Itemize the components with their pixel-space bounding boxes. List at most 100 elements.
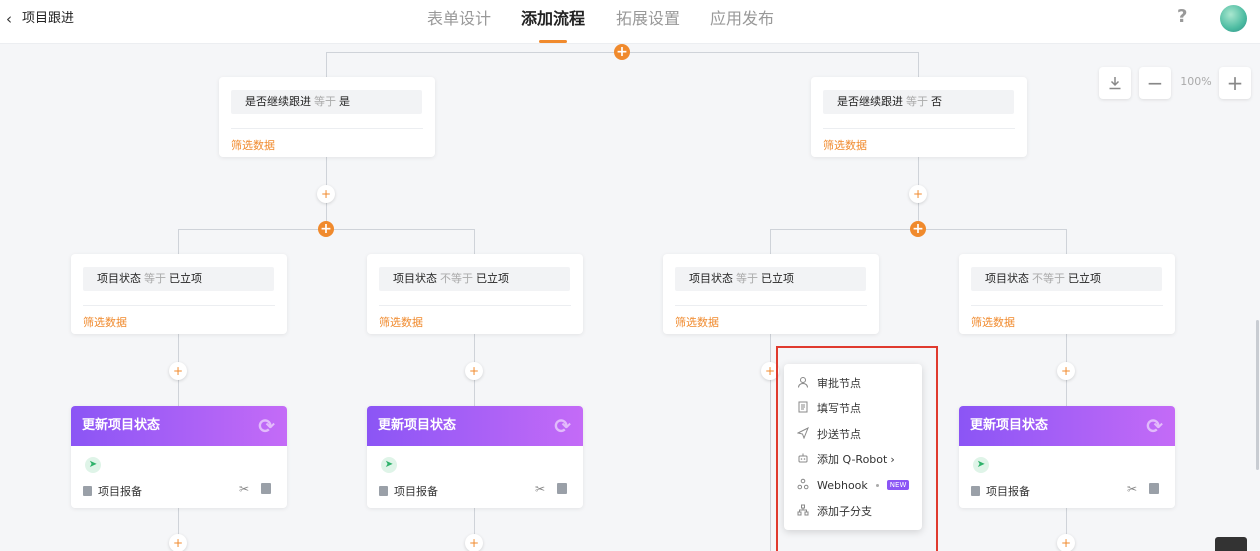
connector-line — [770, 334, 771, 551]
add-node-button[interactable]: + — [465, 534, 483, 551]
menu-item-label: 抄送节点 — [817, 428, 861, 441]
add-node-button[interactable]: + — [761, 362, 779, 380]
send-icon: ➤ — [381, 457, 397, 473]
related-form: 项目报备 — [83, 483, 142, 499]
add-branch-button[interactable]: + — [910, 221, 926, 237]
add-node-button[interactable]: + — [1057, 534, 1075, 551]
menu-item-fill-node[interactable]: 填写节点 — [796, 398, 861, 418]
connector-line — [474, 229, 475, 254]
vertical-scrollbar[interactable] — [1256, 320, 1259, 470]
action-card[interactable]: 更新项目状态 ⟳ ➤ 项目报备 ✂ — [959, 406, 1175, 508]
add-node-menu: 审批节点 填写节点 抄送节点 添加 Q-Robot › Webhook NEW … — [784, 364, 922, 530]
scissors-icon[interactable]: ✂ — [534, 482, 545, 496]
condition-card[interactable]: 项目状态不等于已立项 筛选数据 — [959, 254, 1175, 334]
add-node-button[interactable]: + — [1057, 362, 1075, 380]
condition-rule: 是否继续跟进等于是 — [231, 90, 422, 114]
action-card[interactable]: 更新项目状态 ⟳ ➤ 项目报备 ✂ — [367, 406, 583, 508]
sync-icon: ⟳ — [554, 414, 571, 438]
tab-add-process[interactable]: 添加流程 — [521, 9, 586, 28]
condition-rule: 是否继续跟进等于否 — [823, 90, 1014, 114]
webhook-icon — [796, 478, 810, 493]
connector-line — [326, 52, 327, 77]
condition-card[interactable]: 项目状态不等于已立项 筛选数据 — [367, 254, 583, 334]
condition-field: 是否继续跟进 — [837, 95, 903, 108]
condition-card[interactable]: 是否继续跟进等于否 筛选数据 — [811, 77, 1027, 157]
condition-value: 是 — [339, 95, 350, 108]
avatar[interactable] — [1220, 5, 1247, 32]
action-header: 更新项目状态 ⟳ — [71, 406, 287, 446]
condition-value: 已立项 — [169, 272, 202, 285]
add-node-button[interactable]: + — [169, 362, 187, 380]
copy-icon[interactable] — [261, 483, 271, 494]
add-node-button[interactable]: + — [169, 534, 187, 551]
condition-value: 已立项 — [476, 272, 509, 285]
connector-line — [1066, 508, 1067, 551]
menu-item-add-sub-branch[interactable]: 添加子分支 — [796, 501, 872, 521]
action-title: 更新项目状态 — [82, 418, 161, 433]
download-icon — [1109, 77, 1121, 90]
menu-item-label: Webhook — [817, 478, 868, 492]
add-branch-button[interactable]: + — [318, 221, 334, 237]
condition-field: 项目状态 — [97, 272, 141, 285]
menu-item-cc-node[interactable]: 抄送节点 — [796, 424, 861, 444]
back-button[interactable]: ‹ 项目跟进 — [6, 9, 74, 29]
condition-card[interactable]: 是否继续跟进等于是 筛选数据 — [219, 77, 435, 157]
menu-item-label: 审批节点 — [817, 377, 861, 390]
zoom-in-button[interactable]: + — [1219, 67, 1251, 99]
condition-card[interactable]: 项目状态等于已立项 筛选数据 — [663, 254, 879, 334]
divider — [231, 128, 423, 129]
menu-item-add-q-robot[interactable]: 添加 Q-Robot › — [796, 449, 895, 469]
related-form: 项目报备 — [379, 483, 438, 499]
minimap-toggle-button[interactable] — [1215, 537, 1247, 551]
action-header: 更新项目状态 ⟳ — [367, 406, 583, 446]
form-icon — [379, 486, 388, 496]
tab-app-publish[interactable]: 应用发布 — [710, 9, 775, 28]
add-node-button[interactable]: + — [465, 362, 483, 380]
filter-data-link[interactable]: 筛选数据 — [231, 139, 275, 152]
download-button[interactable] — [1099, 67, 1131, 99]
divider — [971, 305, 1163, 306]
tab-extension-settings[interactable]: 拓展设置 — [616, 9, 681, 28]
scissors-icon[interactable]: ✂ — [1126, 482, 1137, 496]
document-icon — [796, 401, 810, 416]
menu-item-approval-node[interactable]: 审批节点 — [796, 373, 861, 393]
scissors-icon[interactable]: ✂ — [238, 482, 249, 496]
copy-icon[interactable] — [557, 483, 567, 494]
related-form-label: 项目报备 — [98, 485, 142, 498]
zoom-out-button[interactable]: − — [1139, 67, 1171, 99]
action-title: 更新项目状态 — [378, 418, 457, 433]
copy-icon[interactable] — [1149, 483, 1159, 494]
robot-icon — [796, 452, 810, 467]
active-tab-indicator — [539, 40, 567, 43]
action-title: 更新项目状态 — [970, 418, 1049, 433]
menu-item-webhook[interactable]: Webhook NEW — [796, 475, 910, 495]
condition-operator: 等于 — [906, 95, 928, 108]
add-node-button[interactable]: + — [909, 185, 927, 203]
condition-card[interactable]: 项目状态等于已立项 筛选数据 — [71, 254, 287, 334]
card-tools: ✂ — [1127, 482, 1159, 496]
related-form-label: 项目报备 — [986, 485, 1030, 498]
related-form-label: 项目报备 — [394, 485, 438, 498]
sync-icon: ⟳ — [258, 414, 275, 438]
add-node-button[interactable]: + — [317, 185, 335, 203]
filter-data-link[interactable]: 筛选数据 — [823, 139, 867, 152]
filter-data-link[interactable]: 筛选数据 — [83, 316, 127, 329]
condition-operator: 等于 — [144, 272, 166, 285]
filter-data-link[interactable]: 筛选数据 — [971, 316, 1015, 329]
separator-dot — [875, 483, 879, 487]
help-icon[interactable]: ? — [1177, 6, 1188, 27]
condition-value: 否 — [931, 95, 942, 108]
zoom-level: 100% — [1180, 75, 1212, 88]
menu-item-label: 添加子分支 — [817, 505, 872, 518]
action-card[interactable]: 更新项目状态⟳ ➤ 项目报备 ✂ — [71, 406, 287, 508]
condition-rule: 项目状态等于已立项 — [675, 267, 866, 291]
new-badge: NEW — [886, 480, 910, 490]
send-icon: ➤ — [973, 457, 989, 473]
action-header: 更新项目状态 ⟳ — [959, 406, 1175, 446]
sync-icon: ⟳ — [1146, 414, 1163, 438]
condition-rule: 项目状态不等于已立项 — [971, 267, 1162, 291]
filter-data-link[interactable]: 筛选数据 — [379, 316, 423, 329]
add-branch-button[interactable]: + — [614, 44, 630, 60]
tab-form-design[interactable]: 表单设计 — [427, 9, 492, 28]
filter-data-link[interactable]: 筛选数据 — [675, 316, 719, 329]
